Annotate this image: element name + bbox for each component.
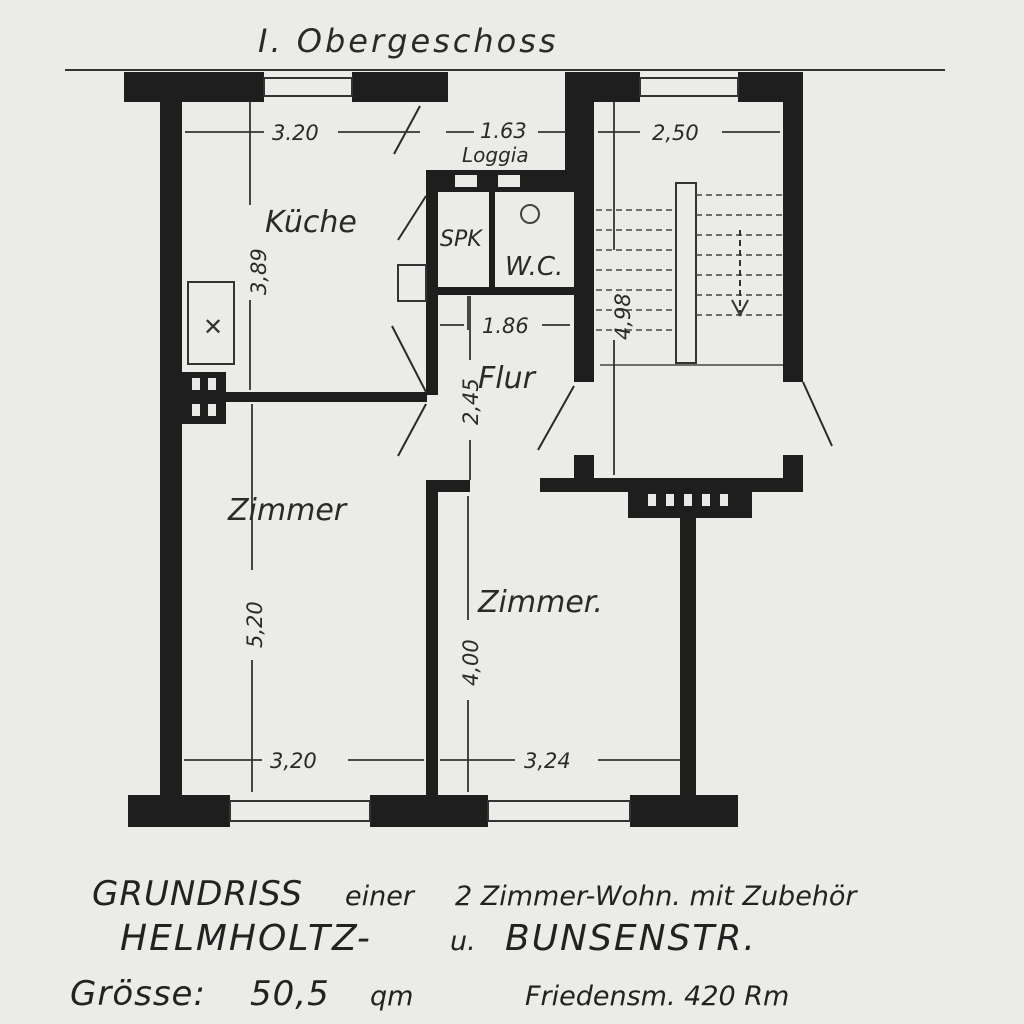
caption-street-1: HELMHOLTZ- — [120, 918, 372, 959]
stair-direction-arrow — [731, 299, 749, 318]
loggia-opening-1 — [455, 175, 477, 187]
stair-handrail — [675, 182, 697, 364]
dim-kitchen-width: 3.20 — [272, 121, 319, 145]
dim-kitchen-depth: 3,89 — [247, 248, 271, 295]
wall-stair-right — [783, 72, 803, 382]
room-label-loggia: Loggia — [462, 143, 529, 167]
wall-top-1 — [124, 72, 264, 102]
toilet-icon — [520, 204, 540, 224]
wall-bottom-1 — [128, 795, 230, 827]
wall-right-room — [680, 490, 696, 800]
caption-rent: Friedensm. 420 Rm — [525, 981, 789, 1012]
wall-bottom-3 — [630, 795, 738, 827]
wall-room-divider — [426, 480, 438, 798]
window-top-stair — [639, 77, 739, 97]
dim-hall-width: 1.86 — [482, 314, 529, 338]
window-bottom-right — [487, 800, 631, 822]
caption-einer: einer — [345, 881, 416, 912]
dim-left-room-width: 3,20 — [270, 749, 317, 773]
room-label-left-room: Zimmer — [227, 493, 348, 528]
room-label-hall: Flur — [478, 361, 537, 396]
dim-right-room-depth: 4,00 — [459, 639, 483, 686]
caption-street-2: BUNSENSTR. — [505, 918, 757, 959]
dim-right-room-width: 3,24 — [524, 749, 571, 773]
dim-stair-depth: 4,98 — [611, 293, 635, 340]
dim-hall-depth: 2,45 — [459, 378, 483, 425]
serving-hatch — [397, 264, 427, 302]
wall-top-2 — [352, 72, 448, 102]
wall-spk-wc — [489, 192, 495, 289]
caption-title: GRUNDRISS — [92, 874, 303, 914]
caption-und: u. — [450, 926, 476, 957]
caption: GRUNDRISS einer 2 Zimmer-Wohn. mit Zubeh… — [70, 874, 858, 1014]
caption-size-unit: qm — [370, 981, 413, 1012]
wall-hall-bottom — [426, 480, 470, 492]
caption-apartment-type: 2 Zimmer-Wohn. mit Zubehör — [455, 881, 858, 912]
caption-size-label: Grösse: — [70, 974, 206, 1014]
loggia-opening-2 — [498, 175, 520, 187]
floor-title: I. Obergeschoss — [258, 22, 559, 60]
room-label-kitchen: Küche — [265, 205, 357, 240]
walls — [124, 72, 803, 827]
wall-loggia-right — [565, 102, 575, 174]
window-bottom-left — [229, 800, 371, 822]
wall-wc-bottom — [426, 287, 576, 295]
wall-stair-left — [574, 72, 594, 382]
door-swings — [391, 105, 833, 457]
dim-stair-width: 2,50 — [652, 121, 699, 145]
wall-kitchen-room — [182, 392, 427, 402]
room-label-pantry: SPK — [440, 227, 483, 252]
dim-left-room-depth: 5,20 — [243, 601, 267, 648]
staircase — [596, 182, 783, 366]
room-label-wc: W.C. — [505, 252, 563, 282]
wall-left — [160, 72, 182, 800]
chimney-left — [182, 372, 226, 424]
dim-loggia-width: 1.63 — [480, 119, 527, 143]
wall-hall-left-upper — [426, 170, 438, 395]
dimension-lines — [184, 102, 780, 792]
stove — [187, 281, 235, 365]
caption-size-value: 50,5 — [250, 974, 330, 1014]
stove-icon: ✕ — [203, 313, 223, 341]
window-top-kitchen — [263, 77, 353, 97]
wall-bottom-2 — [370, 795, 488, 827]
room-label-right-room: Zimmer. — [477, 585, 603, 620]
